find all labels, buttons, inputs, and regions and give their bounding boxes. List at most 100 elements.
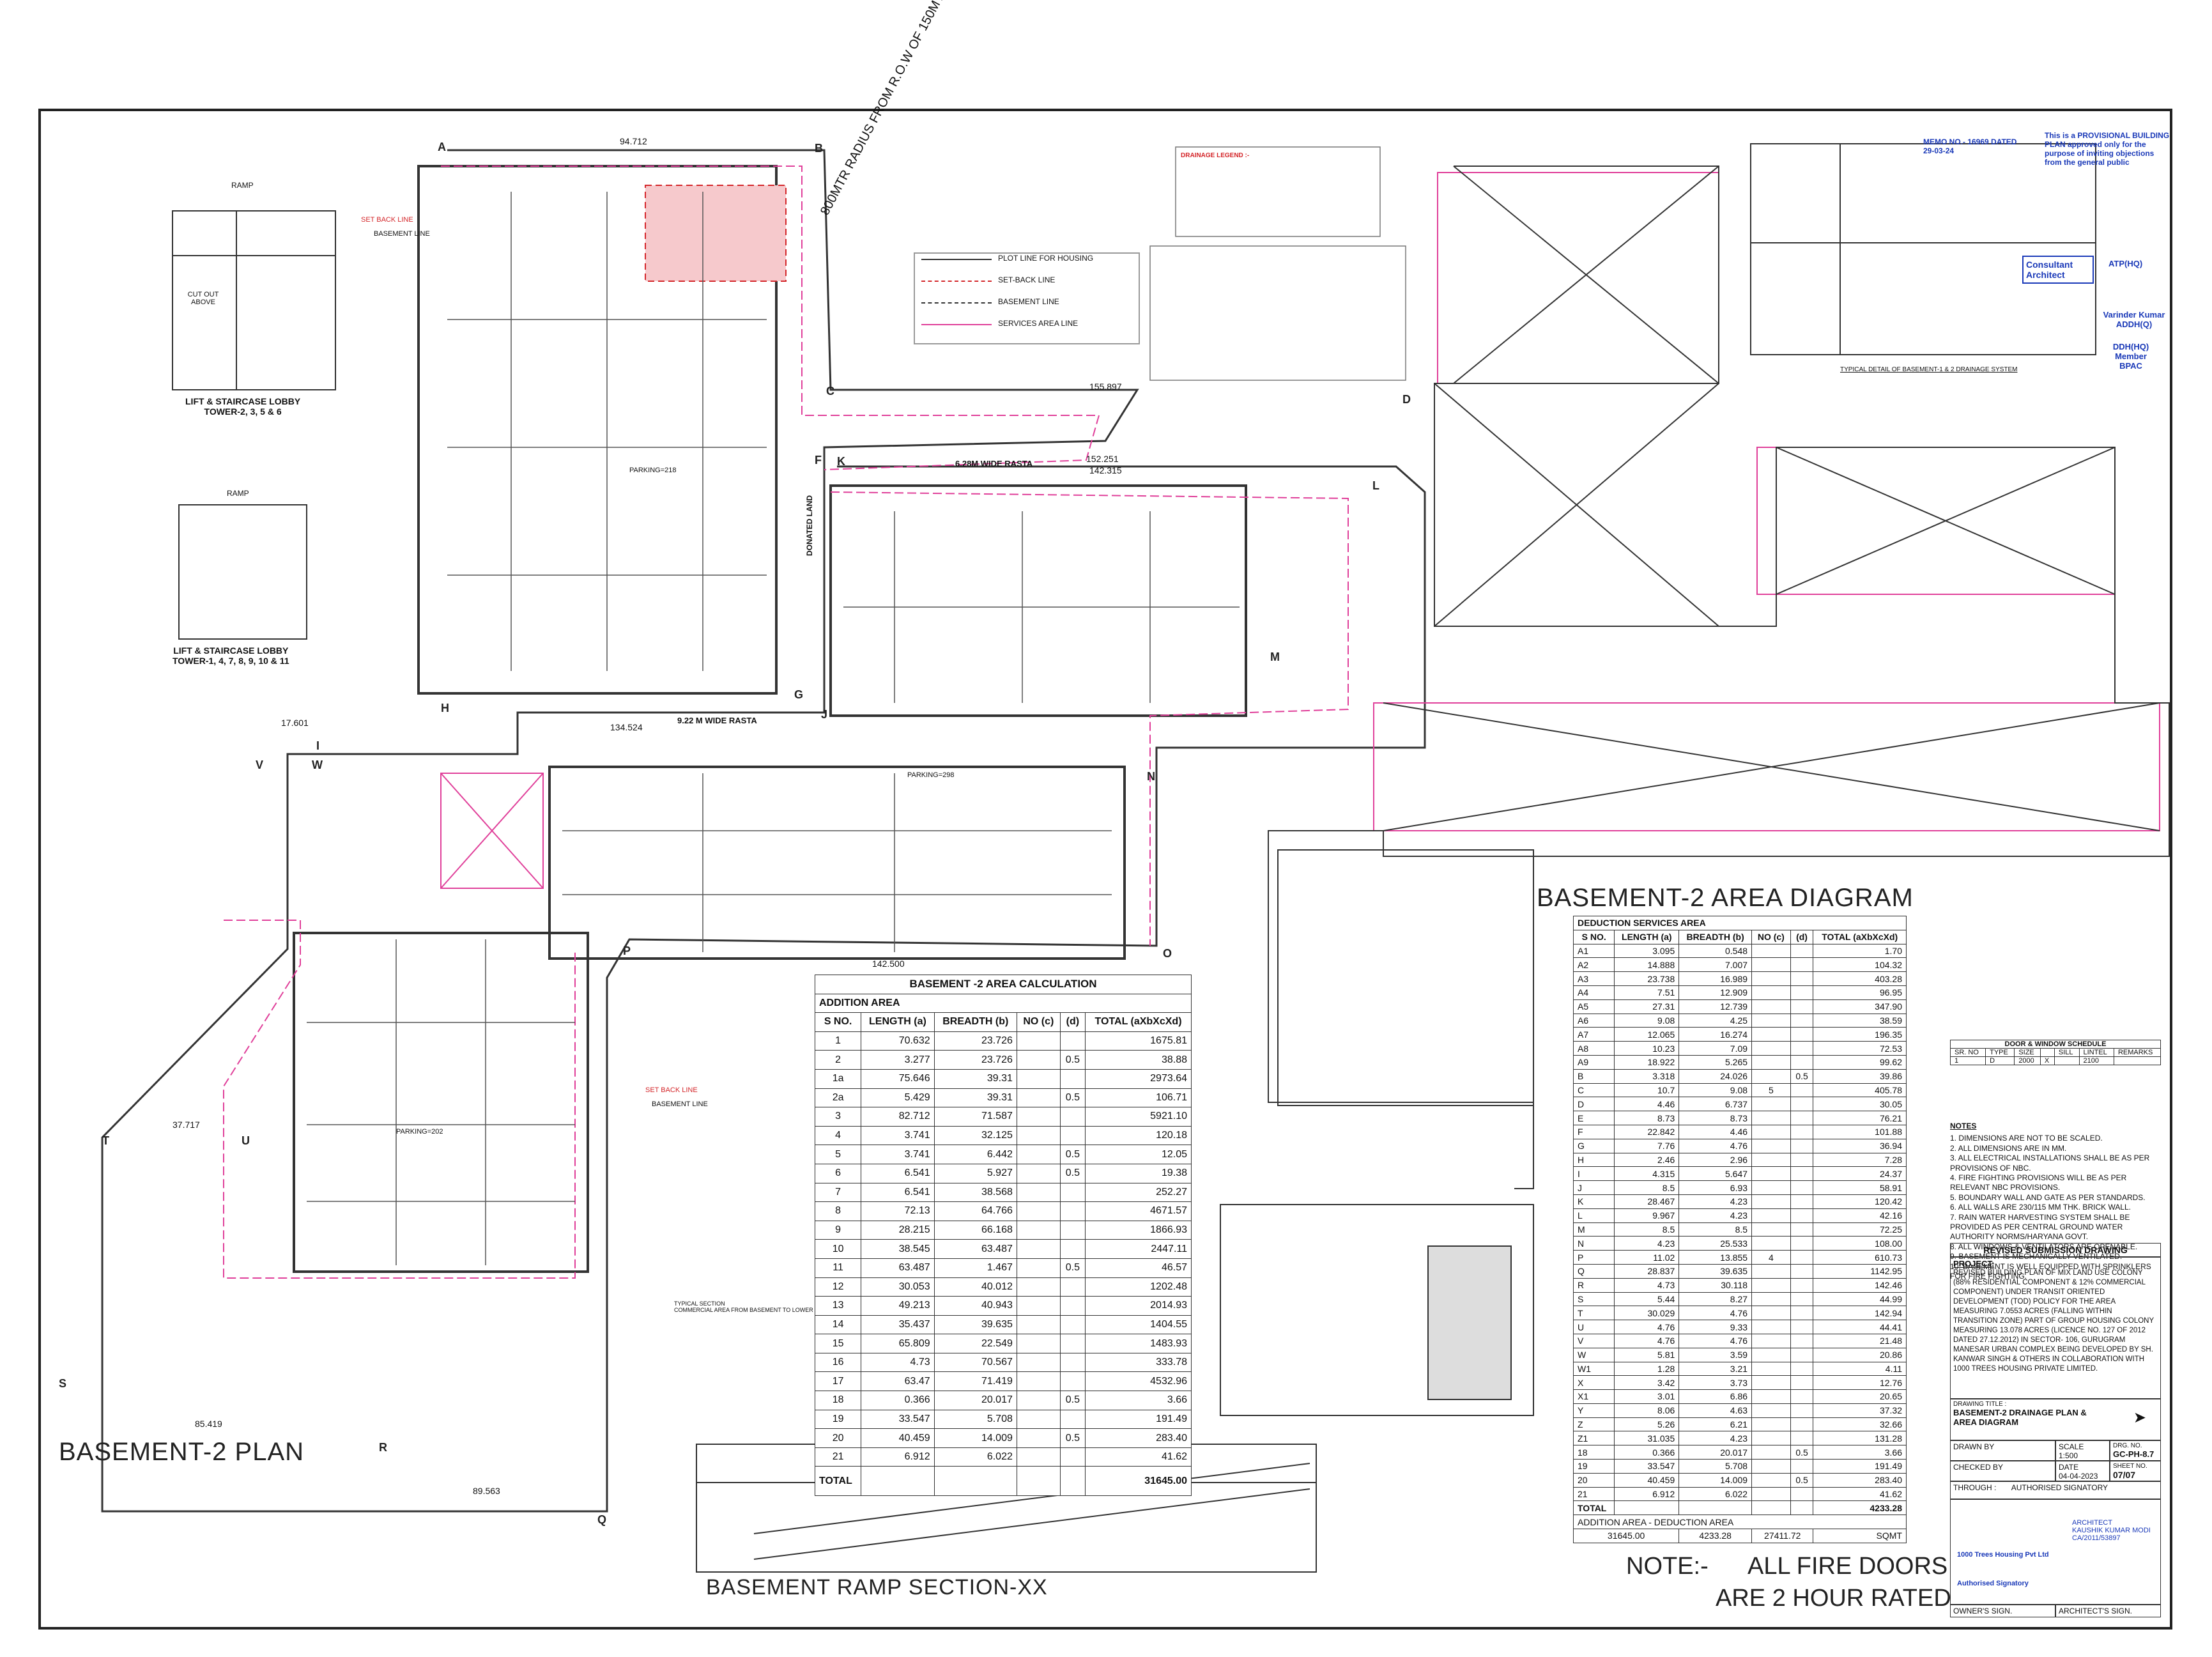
table-cell: 63.487 bbox=[933, 1239, 1017, 1259]
table-cell bbox=[1790, 1194, 1814, 1209]
table-cell: 20.86 bbox=[1813, 1347, 1907, 1362]
table-cell: 40.012 bbox=[933, 1277, 1017, 1297]
note-item: 5. BOUNDARY WALL AND GATE AS PER STANDAR… bbox=[1950, 1192, 2146, 1202]
table-cell: 7.09 bbox=[1678, 1041, 1753, 1056]
drawing-title-block: DRAWING TITLE : BASEMENT-2 DRAINAGE PLAN… bbox=[1950, 1399, 2161, 1440]
table-cell: K bbox=[1572, 1194, 1615, 1209]
note-item: 8. ALL WINDOWS & VENTILATORS ARE OPENABL… bbox=[1950, 1242, 2138, 1251]
point-label: N bbox=[1147, 770, 1155, 783]
table-cell: 4 bbox=[814, 1125, 862, 1146]
table-cell: 4671.57 bbox=[1085, 1201, 1192, 1221]
dimension: 134.524 bbox=[610, 722, 643, 732]
table-cell: 5.265 bbox=[1678, 1054, 1753, 1070]
table-cell bbox=[1790, 999, 1814, 1014]
point-label: R bbox=[379, 1441, 387, 1454]
table-cell: 4532.96 bbox=[1085, 1371, 1192, 1392]
set-back-label: SET BACK LINE bbox=[361, 216, 413, 224]
table-cell: 405.78 bbox=[1813, 1083, 1907, 1098]
table-cell: 6 bbox=[814, 1163, 862, 1183]
table-cell: 25.533 bbox=[1678, 1236, 1753, 1251]
table-cell bbox=[1790, 1208, 1814, 1223]
table-cell: 3.741 bbox=[861, 1144, 935, 1164]
table-cell: 18 bbox=[814, 1391, 862, 1410]
point-label: D bbox=[1402, 393, 1411, 406]
table-cell: 403.28 bbox=[1813, 971, 1907, 986]
table-cell: 4.23 bbox=[1678, 1208, 1753, 1223]
deduction-area-table: DEDUCTION SERVICES AREA S NO. LENGTH (a)… bbox=[1572, 916, 1907, 1543]
table-cell bbox=[1751, 1097, 1791, 1112]
table-cell bbox=[1016, 1371, 1061, 1392]
table-cell bbox=[1016, 1409, 1061, 1430]
table-cell bbox=[1016, 1220, 1061, 1240]
table-cell: 6.737 bbox=[1678, 1097, 1753, 1112]
table-cell: 39.635 bbox=[1678, 1263, 1753, 1279]
table-cell: 8.06 bbox=[1614, 1403, 1680, 1418]
table-cell bbox=[1790, 1459, 1814, 1474]
table-cell: 30.053 bbox=[861, 1277, 935, 1297]
table-cell: 1202.48 bbox=[1085, 1277, 1192, 1297]
table-cell: 40.459 bbox=[861, 1428, 935, 1448]
through-label: THROUGH : bbox=[1953, 1483, 1997, 1492]
drainage-detail-caption: TYPICAL DETAIL OF BASEMENT-1 & 2 DRAINAG… bbox=[1840, 366, 2018, 373]
table-cell: 252.27 bbox=[1085, 1182, 1192, 1203]
table-cell: 72.25 bbox=[1813, 1222, 1907, 1237]
table-cell: 8.73 bbox=[1678, 1111, 1753, 1125]
architect-sign-cell: ARCHITECT'S SIGN. bbox=[2055, 1605, 2161, 1617]
table-cell: 14.009 bbox=[1678, 1472, 1753, 1488]
table-cell bbox=[1059, 1314, 1086, 1335]
table-cell: 4.46 bbox=[1678, 1124, 1753, 1139]
table-cell: 39.635 bbox=[933, 1314, 1017, 1335]
table-cell: 4.315 bbox=[1614, 1166, 1680, 1182]
table-cell bbox=[1059, 1031, 1086, 1051]
table-cell: 22.842 bbox=[1614, 1124, 1680, 1139]
table-cell: 63.487 bbox=[861, 1258, 935, 1278]
table-cell: 4.76 bbox=[1614, 1320, 1680, 1334]
table-cell bbox=[1016, 1068, 1061, 1089]
table-cell bbox=[1751, 1347, 1791, 1362]
table-cell: D bbox=[1572, 1097, 1615, 1112]
column-header: LINTEL bbox=[2078, 1048, 2114, 1057]
table-cell bbox=[1790, 1166, 1814, 1182]
table-cell: A9 bbox=[1572, 1054, 1615, 1070]
drainage-legend-title: DRAINAGE LEGEND :- bbox=[1181, 152, 1250, 159]
point-label: A bbox=[438, 141, 446, 153]
signature-block: 1000 Trees Housing Pvt Ltd Authorised Si… bbox=[1950, 1499, 2161, 1605]
total-label: TOTAL bbox=[814, 1466, 862, 1497]
table-cell bbox=[1790, 957, 1814, 973]
table-cell: 3 bbox=[814, 1107, 862, 1127]
table-cell: 32.66 bbox=[1813, 1417, 1907, 1432]
table-cell bbox=[1790, 1152, 1814, 1168]
table-cell: 5.708 bbox=[1678, 1459, 1753, 1474]
table-cell: 44.99 bbox=[1813, 1291, 1907, 1307]
column-header: SILL bbox=[2054, 1048, 2080, 1057]
drg-no-cell: DRG. NO.GC-PH-8.7 bbox=[2110, 1440, 2161, 1461]
dimension: 142.500 bbox=[872, 959, 905, 969]
table-cell: 3.01 bbox=[1614, 1389, 1680, 1404]
point-label: M bbox=[1270, 651, 1280, 663]
table-cell bbox=[1059, 1334, 1086, 1353]
table-cell: 28.215 bbox=[861, 1220, 935, 1240]
table-cell: 1483.93 bbox=[1085, 1334, 1192, 1353]
table-cell: 0.548 bbox=[1678, 943, 1753, 959]
table-cell: 108.00 bbox=[1813, 1236, 1907, 1251]
consultant-stamp: Consultant Architect bbox=[2022, 256, 2094, 284]
table-cell bbox=[1016, 1125, 1061, 1146]
lift-lobby-caption: LIFT & STAIRCASE LOBBY TOWER-1, 4, 7, 8,… bbox=[173, 645, 289, 666]
scale-value: 1:500 bbox=[2059, 1451, 2078, 1460]
table-cell bbox=[1790, 1333, 1814, 1348]
table-cell: 12.909 bbox=[1678, 985, 1753, 1000]
table-cell: 4 bbox=[1751, 1250, 1791, 1265]
table-cell bbox=[1016, 1314, 1061, 1335]
